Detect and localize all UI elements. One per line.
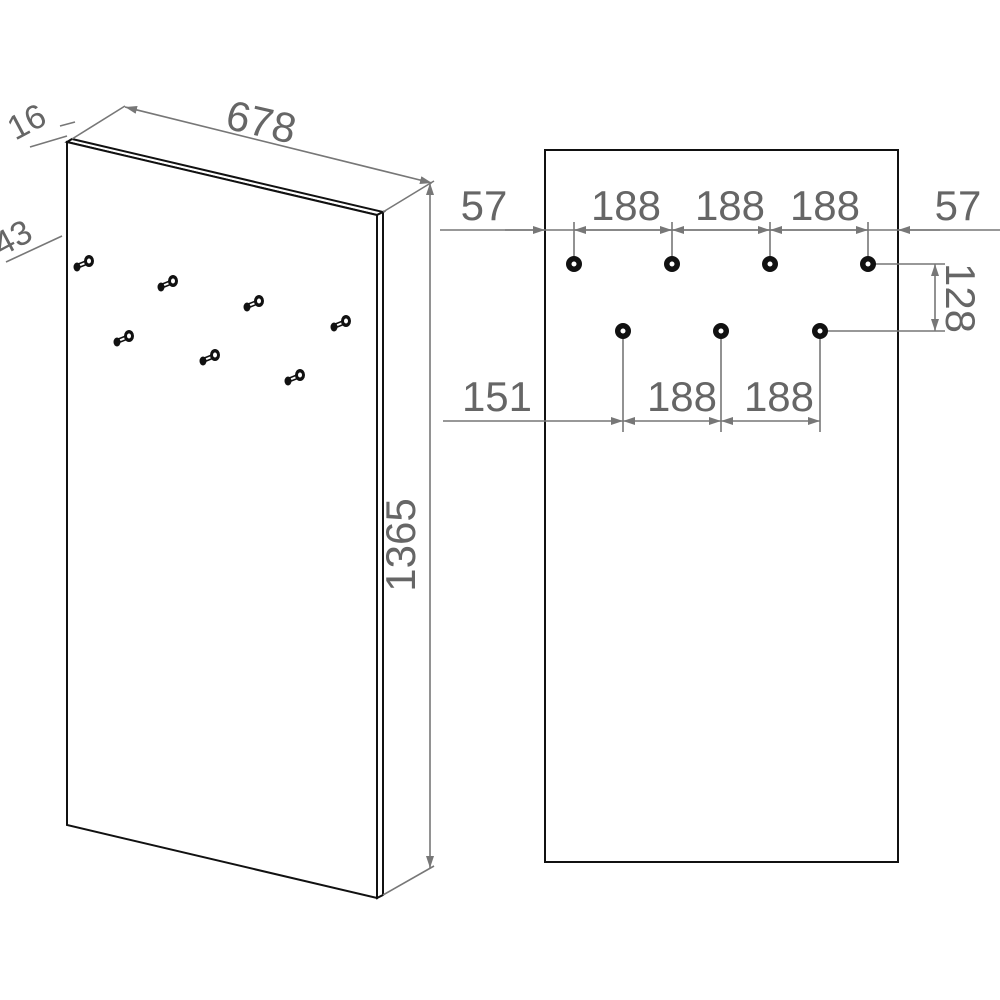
hook-hole-icon (812, 323, 828, 339)
hook-depth-label: 43 (0, 213, 38, 264)
top-right-margin-label: 57 (935, 182, 982, 229)
hook-hole-icon (762, 256, 778, 272)
bottom-left-margin-label: 151 (462, 373, 532, 420)
bottom-spacing-label: 188 (647, 373, 717, 420)
hook-icon (284, 369, 305, 386)
panel-front-face (66, 140, 378, 900)
hook-hole-icon (713, 323, 729, 339)
thickness-label: 16 (1, 97, 52, 148)
front-hooks (566, 256, 876, 339)
hook-icon (199, 349, 220, 366)
width-label: 678 (222, 91, 301, 153)
top-spacing-label: 188 (695, 182, 765, 229)
perspective-hooks (73, 255, 351, 386)
hook-hole-icon (860, 256, 876, 272)
perspective-panel (64, 137, 386, 900)
hook-hole-icon (664, 256, 680, 272)
hook-icon (73, 255, 94, 272)
height-label: 1365 (377, 498, 424, 591)
hook-icon (330, 315, 351, 332)
hook-hole-icon (566, 256, 582, 272)
hook-hole-icon (615, 323, 631, 339)
front-panel (544, 149, 899, 863)
bottom-spacing-label: 188 (744, 373, 814, 420)
top-left-margin-label: 57 (461, 182, 508, 229)
width-dimension-line (124, 106, 433, 184)
top-spacing-label: 188 (591, 182, 661, 229)
row-spacing-label: 128 (937, 263, 984, 333)
top-spacing-label: 188 (790, 182, 860, 229)
front-dimensions: 57 188 188 188 57 128 151 188 188 (440, 182, 1000, 432)
hook-icon (113, 330, 134, 347)
hook-icon (157, 275, 178, 292)
hook-icon (243, 295, 264, 312)
